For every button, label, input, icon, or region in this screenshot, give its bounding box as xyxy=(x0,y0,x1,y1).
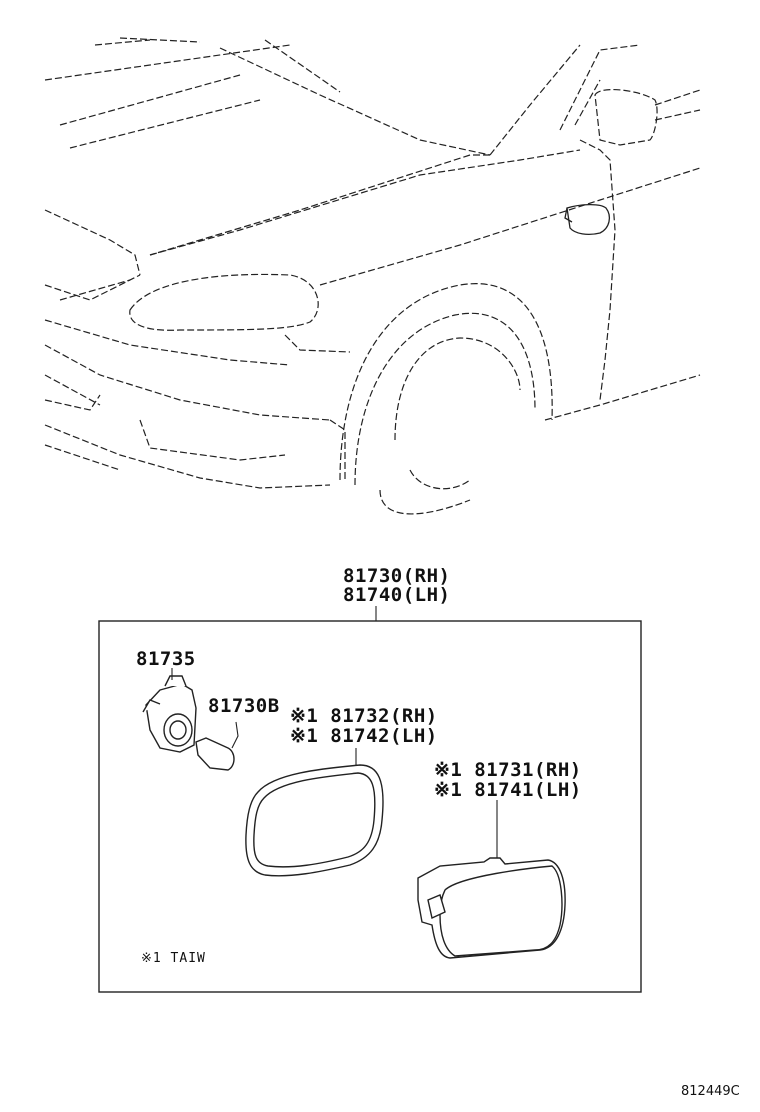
side-marker-location xyxy=(566,203,611,235)
lens-rh-label: ※1 81731(RH) xyxy=(434,759,582,781)
parts-box xyxy=(98,620,642,993)
gasket-part xyxy=(245,748,384,877)
gasket-rh-label: ※1 81732(RH) xyxy=(290,705,438,727)
car-front-illustration xyxy=(44,37,701,515)
footnote: ※1 TAIW xyxy=(141,951,206,966)
drawing-code: 812449C xyxy=(681,1084,740,1099)
assembly-lh-label: 81740(LH) xyxy=(343,584,451,606)
assembly-rh-label: 81730(RH) xyxy=(343,565,451,587)
lens-lh-label: ※1 81741(LH) xyxy=(434,779,582,801)
bulb-label: 81730B xyxy=(208,695,280,717)
lens-part xyxy=(417,800,566,959)
socket-label: 81735 xyxy=(136,648,196,670)
gasket-lh-label: ※1 81742(LH) xyxy=(290,725,438,747)
socket-part xyxy=(142,668,197,753)
bulb-part xyxy=(195,721,239,771)
